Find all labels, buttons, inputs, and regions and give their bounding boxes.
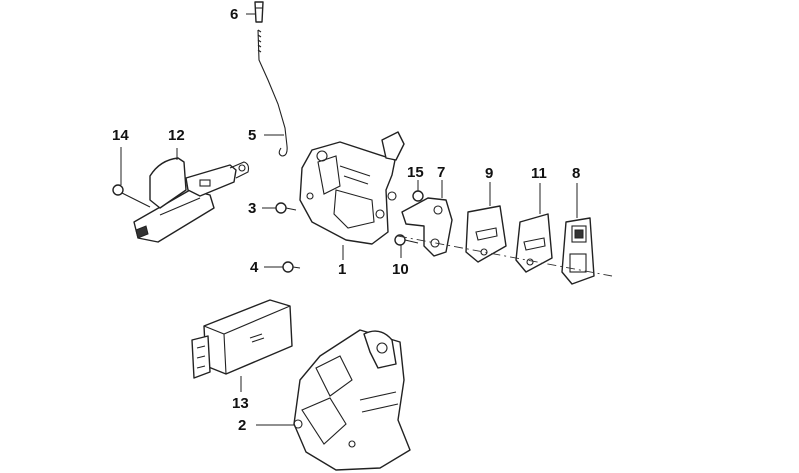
callout-2: 2 [238,417,246,434]
part-8-striker-plate [561,217,595,285]
part-6-rod-cap [254,1,264,23]
part-9-plate [465,205,507,263]
callout-11: 11 [531,165,547,182]
part-11-plate [515,213,553,273]
callout-7: 7 [437,164,445,181]
part-3-screw [275,202,297,214]
callout-1: 1 [338,261,346,278]
assembly-axis-line [397,235,613,277]
callout-9: 9 [485,165,493,182]
callout-12: 12 [168,127,185,144]
part-5-operating-rod [257,29,288,157]
part-12-actuator [133,157,250,243]
part-1-door-lock [299,131,405,245]
callout-14: 14 [112,127,129,144]
part-14-screw [112,184,151,208]
part-4-screw [282,261,301,273]
part-2-rear-lock [293,329,411,471]
part-15-bolt [412,190,424,202]
part-13-control-module [191,299,293,379]
part-7-latch-bracket [401,197,453,257]
callout-8: 8 [572,165,580,182]
part-10-screw [394,234,419,246]
callout-13: 13 [232,395,249,412]
callout-3: 3 [248,200,256,217]
callout-4: 4 [250,259,259,276]
callout-10: 10 [392,261,409,278]
callout-5: 5 [248,127,256,144]
callout-6: 6 [230,6,238,23]
callout-15: 15 [407,164,424,181]
